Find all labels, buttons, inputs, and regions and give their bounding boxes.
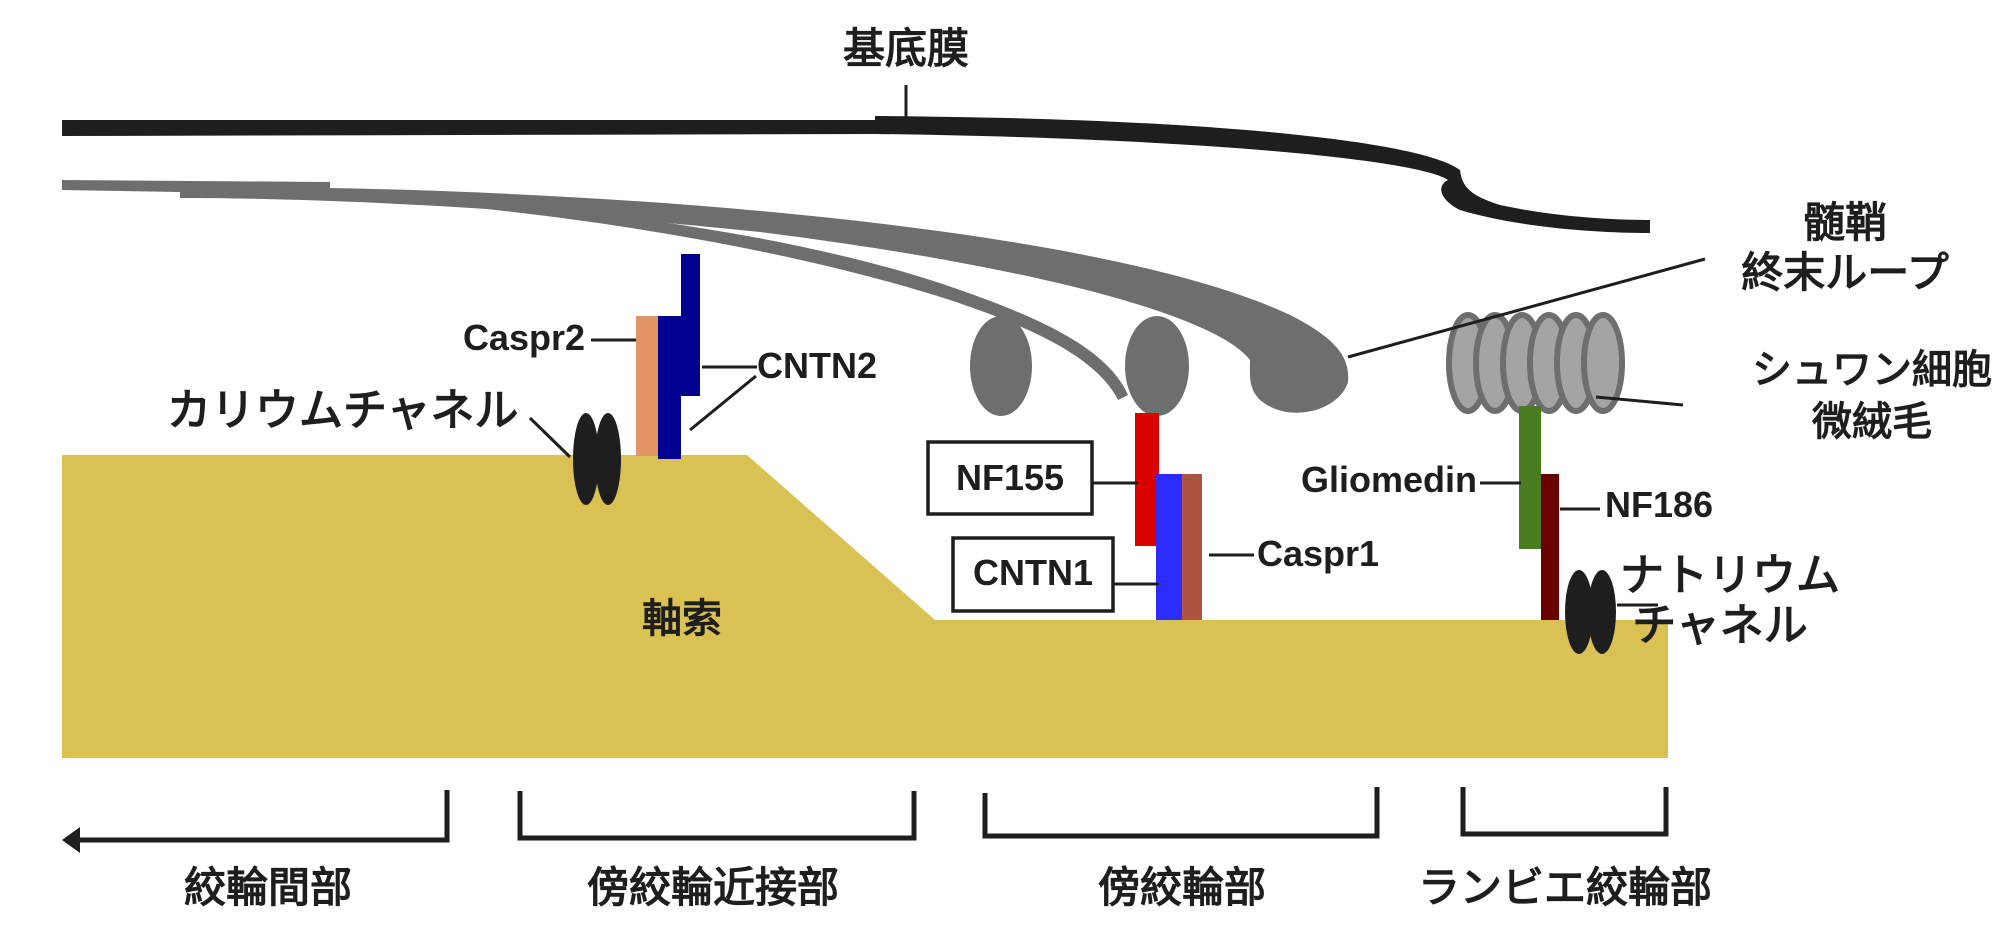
internode-bracket: [72, 790, 450, 843]
sodium-channel-label-line1: ナトリウム: [1620, 550, 1840, 601]
region-label-internode: 絞輪間部: [184, 863, 352, 912]
cntn1-protein: [1156, 474, 1182, 620]
gliomedin-protein: [1519, 406, 1541, 549]
juxtaparanode-bracket: [517, 791, 917, 841]
myelin-loop-label-line2: 終末ループ: [1741, 248, 1948, 297]
cntn2-label: CNTN2: [757, 345, 877, 386]
myelin-sheath: [62, 180, 1349, 416]
gliomedin-label: Gliomedin: [1301, 459, 1477, 500]
nf186-label: NF186: [1605, 484, 1713, 525]
myelin-loop-label-line1: 髄鞘: [1803, 198, 1887, 247]
internode-arrowhead: [62, 827, 80, 853]
myelin-loop: [970, 316, 1032, 416]
nf186-protein: [1541, 474, 1559, 620]
caspr2-protein: [636, 316, 658, 456]
myelin-loop: [1125, 316, 1189, 416]
microvilli-label-line1: シュワン細胞: [1752, 347, 1992, 393]
cntn2-protein-upper: [681, 254, 700, 396]
caspr2-label: Caspr2: [463, 317, 585, 358]
schwann-microvilli: [1446, 312, 1625, 414]
region-label-paranode: 傍絞輪部: [1098, 863, 1266, 912]
microvilli-leader: [1595, 395, 1684, 407]
potassium-channel-leader: [528, 416, 572, 459]
myelin-loop-leader: [1347, 257, 1706, 359]
caspr1-protein: [1182, 474, 1202, 620]
sodium-channel-label-line2: チャネル: [1632, 600, 1808, 651]
region-label-node: ランビエ絞輪部: [1418, 863, 1712, 912]
nf155-label: NF155: [956, 457, 1064, 498]
microvillus: [1581, 312, 1625, 414]
axon-label: 軸索: [642, 596, 722, 642]
potassium-channel: [573, 413, 621, 505]
node-bracket: [1460, 787, 1669, 837]
nf155-protein: [1135, 413, 1159, 546]
microvilli-label-line2: 微絨毛: [1811, 399, 1932, 445]
nf155-label-box: [926, 440, 1094, 516]
region-label-juxtaparanode: 傍絞輪近接部: [587, 863, 839, 912]
myelin-inner-lamella: [330, 190, 1128, 400]
basal-lamina-label: 基底膜: [843, 24, 969, 73]
paranode-bracket: [982, 787, 1380, 839]
basal-lamina: [62, 116, 1650, 233]
cntn2-leader-lower: [689, 374, 757, 432]
potassium-channel-label: カリウムチャネル: [167, 385, 519, 436]
axon-body: [62, 455, 1668, 758]
caspr1-label: Caspr1: [1257, 533, 1379, 574]
sodium-channel: [1565, 570, 1616, 654]
cntn1-label-box: [951, 536, 1115, 613]
cntn2-protein-lower: [658, 316, 681, 459]
region-brackets: [62, 787, 1669, 853]
cntn1-label: CNTN1: [973, 552, 1093, 593]
